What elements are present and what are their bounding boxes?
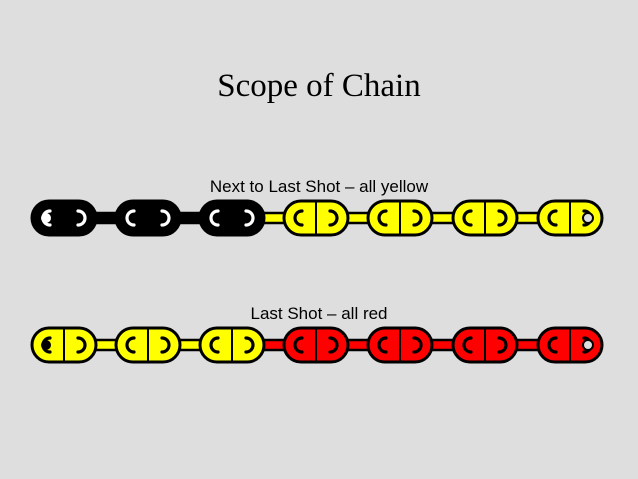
chain-link-yellow bbox=[451, 199, 519, 237]
chain-link-red bbox=[282, 326, 350, 364]
chain-link-yellow bbox=[114, 326, 182, 364]
chain-link-yellow bbox=[282, 199, 350, 237]
chain-link-yellow bbox=[366, 199, 434, 237]
chain-end-pin bbox=[582, 212, 594, 224]
chain-end-pin bbox=[41, 340, 51, 350]
chain-end-pin bbox=[41, 213, 51, 223]
chain-link-yellow bbox=[198, 326, 266, 364]
chain-link-black bbox=[30, 199, 98, 237]
chain-last-shot bbox=[30, 326, 604, 364]
caption-last-shot: Last Shot – all red bbox=[250, 304, 388, 323]
chain-link-black bbox=[198, 199, 266, 237]
chain-link-red bbox=[451, 326, 519, 364]
slide-title: Scope of Chain bbox=[217, 68, 421, 104]
chain-end-pin bbox=[582, 339, 594, 351]
chain-link-red bbox=[536, 326, 604, 364]
chain-next-to-last-shot bbox=[30, 199, 604, 237]
caption-next-to-last-shot: Next to Last Shot – all yellow bbox=[209, 177, 429, 196]
chain-link-red bbox=[366, 326, 434, 364]
chain-link-black bbox=[114, 199, 182, 237]
